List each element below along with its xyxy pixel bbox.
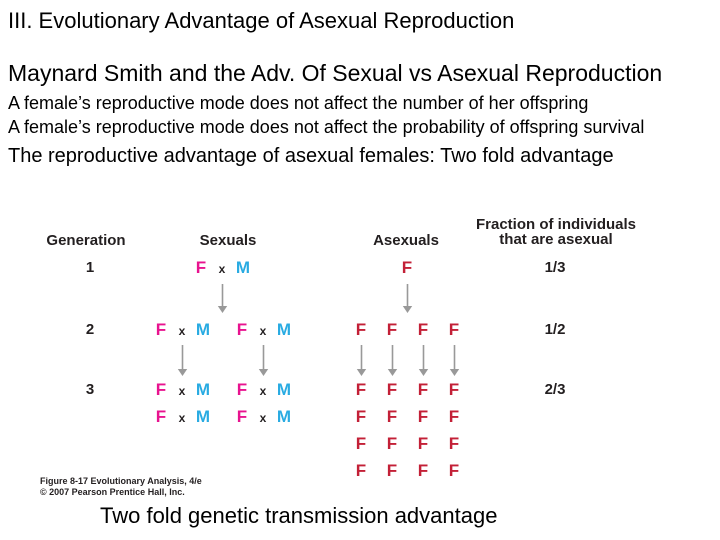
page-title: III. Evolutionary Advantage of Asexual R… [8,8,515,33]
fraction-value: 1/3 [544,259,566,276]
male-symbol: M [195,407,211,426]
sexual-female-symbol: F [195,258,207,277]
figure-caption: Figure 8-17 Evolutionary Analysis, 4/e ©… [40,476,202,498]
sexual-female-symbol: F [236,407,248,426]
asexual-female-symbol: F [417,407,429,426]
asexual-female-symbol: F [386,407,398,426]
cross-symbol: x [259,324,267,338]
sexual-female-symbol: F [236,320,248,339]
down-arrow-icon [402,284,412,313]
down-arrow-icon [387,345,397,376]
male-symbol: M [276,407,292,426]
down-arrow-icon [356,345,366,376]
cross-symbol: x [259,411,267,425]
down-arrow-icon [258,345,268,376]
figure-caption-line1: Figure 8-17 Evolutionary Analysis, 4/e [40,476,202,486]
fraction-value: 2/3 [544,381,566,398]
asexual-female-symbol: F [355,407,367,426]
asexual-female-symbol: F [448,320,460,339]
asexual-female-symbol: F [417,380,429,399]
sexual-female-symbol: F [236,380,248,399]
assumption-line-2: A female’s reproductive mode does not af… [8,117,645,137]
column-header-sexuals: Sexuals [199,232,257,249]
bottom-caption: Two fold genetic transmission advantage [100,503,498,528]
down-arrow-icon [217,284,227,313]
generation-number: 1 [85,259,95,276]
asexual-female-symbol: F [386,461,398,480]
asexual-female-symbol: F [386,380,398,399]
asexual-female-symbol: F [355,320,367,339]
male-symbol: M [276,320,292,339]
generation-number: 2 [85,321,95,338]
section-heading: Maynard Smith and the Adv. Of Sexual vs … [8,60,663,86]
cross-symbol: x [178,384,186,398]
column-header-generation: Generation [46,232,126,249]
generation-number: 3 [85,381,95,398]
male-symbol: M [235,258,251,277]
male-symbol: M [195,380,211,399]
cross-symbol: x [218,262,226,276]
down-arrow-icon [449,345,459,376]
asexual-female-symbol: F [386,434,398,453]
asexual-female-symbol: F [417,320,429,339]
asexual-female-symbol: F [355,461,367,480]
cross-symbol: x [259,384,267,398]
asexual-female-symbol: F [355,434,367,453]
advantage-statement: The reproductive advantage of asexual fe… [8,145,614,167]
asexual-female-symbol: F [417,434,429,453]
down-arrow-icon [177,345,187,376]
cross-symbol: x [178,411,186,425]
column-header-asexuals: Asexuals [373,232,439,249]
asexual-female-symbol: F [448,380,460,399]
male-symbol: M [276,380,292,399]
asexual-female-symbol: F [386,320,398,339]
figure-caption-line2: © 2007 Pearson Prentice Hall, Inc. [40,487,185,497]
asexual-female-symbol: F [401,258,413,277]
down-arrow-icon [418,345,428,376]
asexual-female-symbol: F [448,407,460,426]
asexual-female-symbol: F [448,434,460,453]
asexual-female-symbol: F [355,380,367,399]
asexual-female-symbol: F [448,461,460,480]
sexual-female-symbol: F [155,407,167,426]
sexual-female-symbol: F [155,320,167,339]
asexual-female-symbol: F [417,461,429,480]
fraction-value: 1/2 [544,321,566,338]
assumption-line-1: A female’s reproductive mode does not af… [8,93,589,113]
sexual-female-symbol: F [155,380,167,399]
column-header-fraction: Fraction of individuals that are asexual [475,216,637,248]
cross-symbol: x [178,324,186,338]
male-symbol: M [195,320,211,339]
